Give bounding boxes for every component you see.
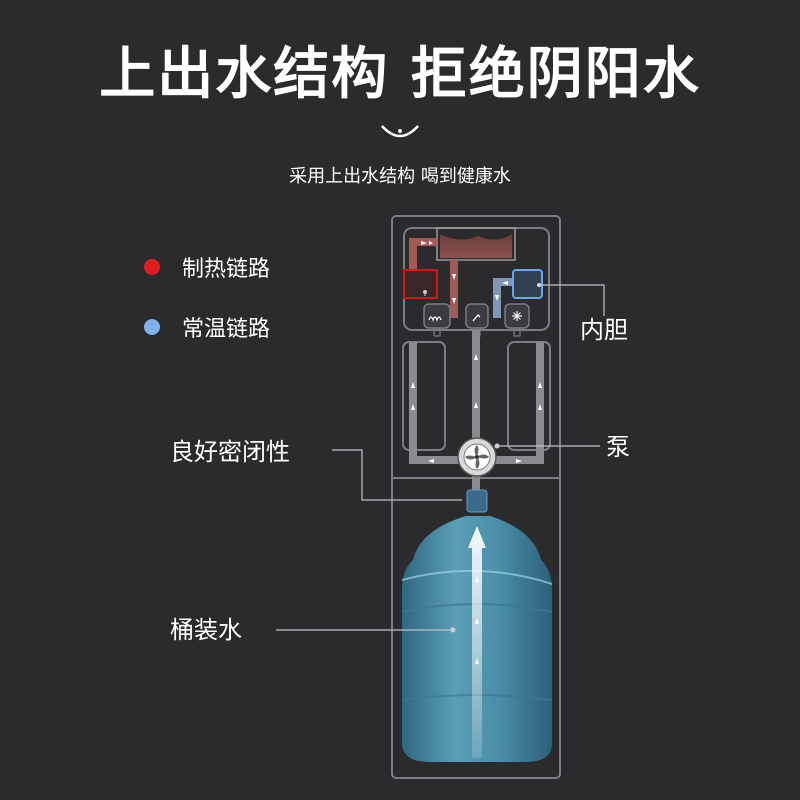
normal-route (493, 278, 514, 318)
hot-tank (403, 269, 438, 299)
inner-tank (512, 269, 543, 299)
legend-normal: 常温链路 (144, 312, 270, 342)
top-reservoir (436, 227, 516, 261)
legend-normal-label: 常温链路 (182, 317, 271, 342)
tap-icon (472, 314, 481, 322)
callout-seal: 良好密闭性 (170, 438, 290, 466)
page-subtitle: 采用上出水结构 喝到健康水 (289, 166, 511, 187)
callout-pump: 泵 (606, 433, 630, 461)
heating-icon (428, 316, 442, 322)
callout-lines (276, 284, 605, 631)
page-title: 上出水结构 拒绝阴阳水 (99, 42, 701, 107)
smile-icon (381, 125, 419, 138)
heating-icon-button (423, 303, 451, 329)
legend-normal-dot (144, 319, 160, 335)
water-bottle (401, 489, 553, 762)
legend-hot-dot (144, 259, 160, 275)
pump-fan-icon (457, 437, 497, 477)
callout-bottled-water: 桶装水 (170, 616, 242, 644)
legend-hot-label: 制热链路 (182, 257, 271, 282)
flow-arrows (411, 241, 542, 463)
callout-inner-tank: 内胆 (580, 316, 628, 344)
snowflake-icon (512, 311, 522, 321)
legend-hot: 制热链路 (144, 252, 270, 282)
